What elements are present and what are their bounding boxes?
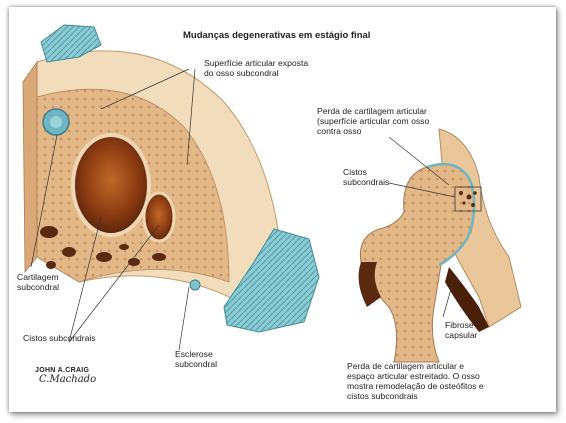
small-cysts-hip xyxy=(459,191,477,207)
label-cysts-right: Cistos subcondrais xyxy=(343,167,390,187)
label-capsular-fibrosis: Fibrose capsular xyxy=(445,320,478,340)
signature-line-1: JOHN A.CRAIG xyxy=(35,367,90,374)
label-exposed-surface: Superfície articular exposta do osso sub… xyxy=(204,58,309,78)
cut-face-left xyxy=(22,60,38,274)
leader-lines xyxy=(30,68,456,351)
illustration xyxy=(22,24,522,363)
cartilage-remnant-top xyxy=(40,24,102,63)
label-sclerosis: Esclerose subcondral xyxy=(175,349,218,369)
label-cartilage-loss-detail: Perda de cartilagem articular (superfíci… xyxy=(317,106,430,136)
hip-joint-right xyxy=(358,128,522,363)
cartilage-remnant-bottom xyxy=(223,228,320,333)
illustration-frame: Mudanças degenerativas em estágio final … xyxy=(9,7,556,412)
artist-signature: JOHN A.CRAIG C.Machado xyxy=(35,367,96,385)
figure-caption: Perda de cartilagem articular e espaço a… xyxy=(347,361,484,401)
large-subchondral-cyst xyxy=(71,133,151,237)
detail-box xyxy=(454,186,482,212)
signature-line-2: C.Machado xyxy=(39,374,97,385)
osteophyte-right xyxy=(445,267,489,332)
cyst-lower xyxy=(189,279,201,291)
figure-title: Mudanças degenerativas em estágio final xyxy=(183,30,371,41)
osteophyte-left xyxy=(358,262,381,307)
label-cysts-left: Cistos subcondrais xyxy=(23,333,96,343)
label-cartilage-left: Cartilagem subcondral xyxy=(17,272,60,292)
bone-section-left xyxy=(22,24,320,333)
medium-subchondral-cyst xyxy=(142,191,176,243)
small-cavities xyxy=(40,226,166,269)
cyst-upper-left-core xyxy=(50,116,62,128)
